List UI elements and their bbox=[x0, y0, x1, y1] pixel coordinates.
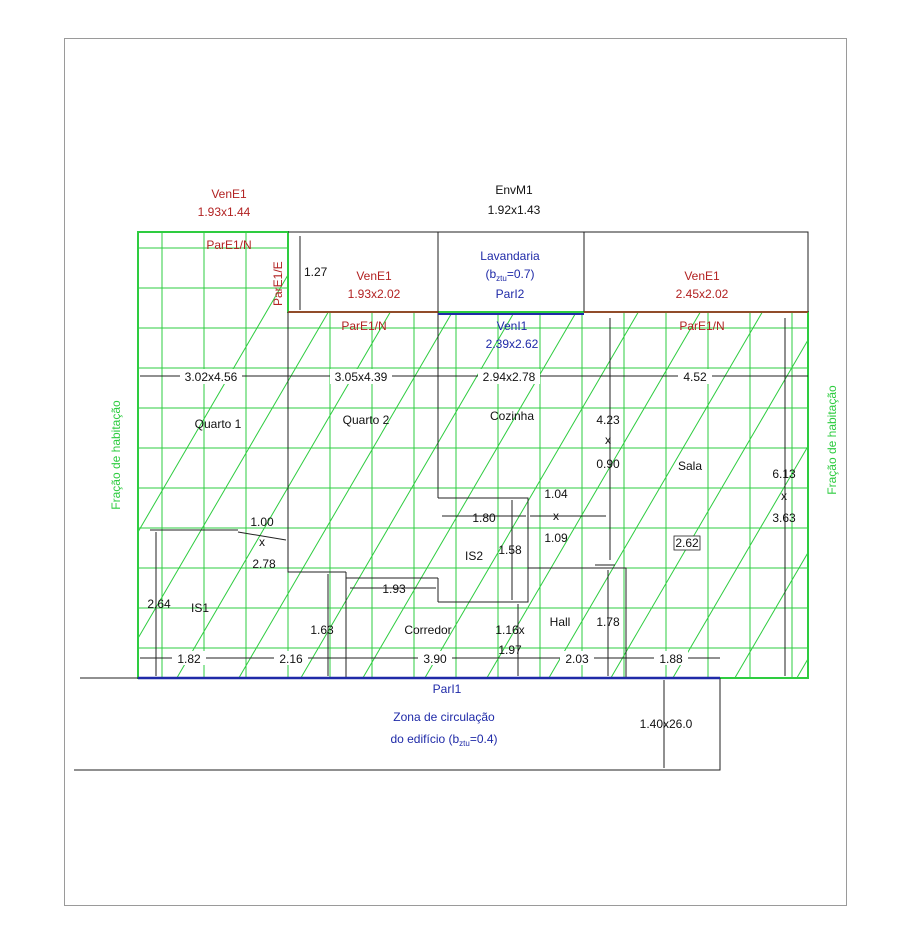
pari2-label: ParI2 bbox=[496, 287, 525, 301]
room-is2: IS2 bbox=[465, 549, 483, 563]
dim-corridor: 1.40x26.0 bbox=[640, 717, 693, 731]
envm1-dim: 1.92x1.43 bbox=[488, 203, 541, 217]
area-box bbox=[673, 535, 701, 551]
dim-1-27: 1.27 bbox=[304, 265, 328, 279]
veni1-name: VenI1 bbox=[497, 319, 528, 333]
dim-x-1: x bbox=[605, 433, 611, 447]
dim-1-04: 1.04 bbox=[544, 487, 568, 501]
dim-3-90: 3.90 bbox=[423, 652, 447, 666]
area-box-value: 2.62 bbox=[675, 536, 699, 550]
dim-x-4: x bbox=[259, 535, 265, 549]
room-corredor: Corredor bbox=[404, 623, 451, 637]
vene1-left-dim: 1.93x1.44 bbox=[198, 205, 251, 219]
sala-dim: 4.52 bbox=[683, 370, 707, 384]
dim-6-13: 6.13 bbox=[772, 467, 796, 481]
pare1e-label: ParE1/E bbox=[271, 261, 285, 306]
dim-4-23: 4.23 bbox=[596, 413, 620, 427]
dim-0-90: 0.90 bbox=[596, 457, 620, 471]
envm1-name: EnvM1 bbox=[495, 183, 533, 197]
quarto2-dim: 3.05x4.39 bbox=[335, 370, 388, 384]
hatch-area bbox=[138, 232, 808, 678]
dim-1-93: 1.93 bbox=[382, 582, 406, 596]
lavandaria-name: Lavandaria bbox=[480, 249, 540, 263]
room-is1: IS1 bbox=[191, 601, 209, 615]
wall-lines bbox=[74, 231, 809, 771]
dim-2-64: 2.64 bbox=[147, 597, 171, 611]
vene1-right-name: VenE1 bbox=[684, 269, 720, 283]
veni1-dim: 2.39x2.62 bbox=[486, 337, 539, 351]
dim-1-82: 1.82 bbox=[177, 652, 201, 666]
vene1-mid-name: VenE1 bbox=[356, 269, 392, 283]
room-cozinha: Cozinha bbox=[490, 409, 534, 423]
dim-1-97: 1.97 bbox=[498, 643, 522, 657]
dim-1-80: 1.80 bbox=[472, 511, 496, 525]
side-label-left: Fração de habitação bbox=[109, 400, 123, 510]
pare1n-sala: ParE1/N bbox=[679, 319, 724, 333]
pari1-label: ParI1 bbox=[433, 682, 462, 696]
dim-1-63: 1.63 bbox=[310, 623, 334, 637]
dim-1-09: 1.09 bbox=[544, 531, 568, 545]
room-quarto1: Quarto 1 bbox=[195, 417, 242, 431]
dim-2-78: 2.78 bbox=[252, 557, 276, 571]
cozinha-dim: 2.94x2.78 bbox=[483, 370, 536, 384]
zona-line1: Zona de circulação bbox=[393, 710, 495, 724]
dim-3-63: 3.63 bbox=[772, 511, 796, 525]
dim-x-2: x bbox=[781, 489, 787, 503]
dim-1-58: 1.58 bbox=[498, 543, 522, 557]
misc-dimensions: 4.23 x 0.90 6.13 x 3.63 1.04 x 1.09 1.00… bbox=[147, 413, 796, 657]
vene1-right-dim: 2.45x2.02 bbox=[676, 287, 729, 301]
dim-x-3: x bbox=[553, 509, 559, 523]
dim-2-16: 2.16 bbox=[279, 652, 303, 666]
vene1-mid-dim: 1.93x2.02 bbox=[348, 287, 401, 301]
quarto1-dim: 3.02x4.56 bbox=[185, 370, 238, 384]
vene1-left-name: VenE1 bbox=[211, 187, 247, 201]
bottom-dimension-row: 1.82 2.16 3.90 2.03 1.88 bbox=[172, 651, 688, 666]
lavandaria-b: (bztu=0.7) bbox=[485, 267, 534, 283]
dim-2-03: 2.03 bbox=[565, 652, 589, 666]
room-quarto2: Quarto 2 bbox=[343, 413, 390, 427]
pare1n-quarto2: ParE1/N bbox=[341, 319, 386, 333]
dim-1-00: 1.00 bbox=[250, 515, 274, 529]
room-sala: Sala bbox=[678, 459, 702, 473]
zona-line2: do edifício (bztu=0.4) bbox=[390, 732, 497, 748]
room-hall: Hall bbox=[550, 615, 571, 629]
pare1n-top: ParE1/N bbox=[206, 238, 251, 252]
dim-1-16: 1.16x bbox=[495, 623, 524, 637]
side-label-right: Fração de habitação bbox=[825, 385, 839, 495]
dim-1-78: 1.78 bbox=[596, 615, 620, 629]
room-dimension-labels: 3.02x4.56 3.05x4.39 2.94x2.78 4.52 bbox=[180, 369, 712, 384]
dim-1-88: 1.88 bbox=[659, 652, 683, 666]
